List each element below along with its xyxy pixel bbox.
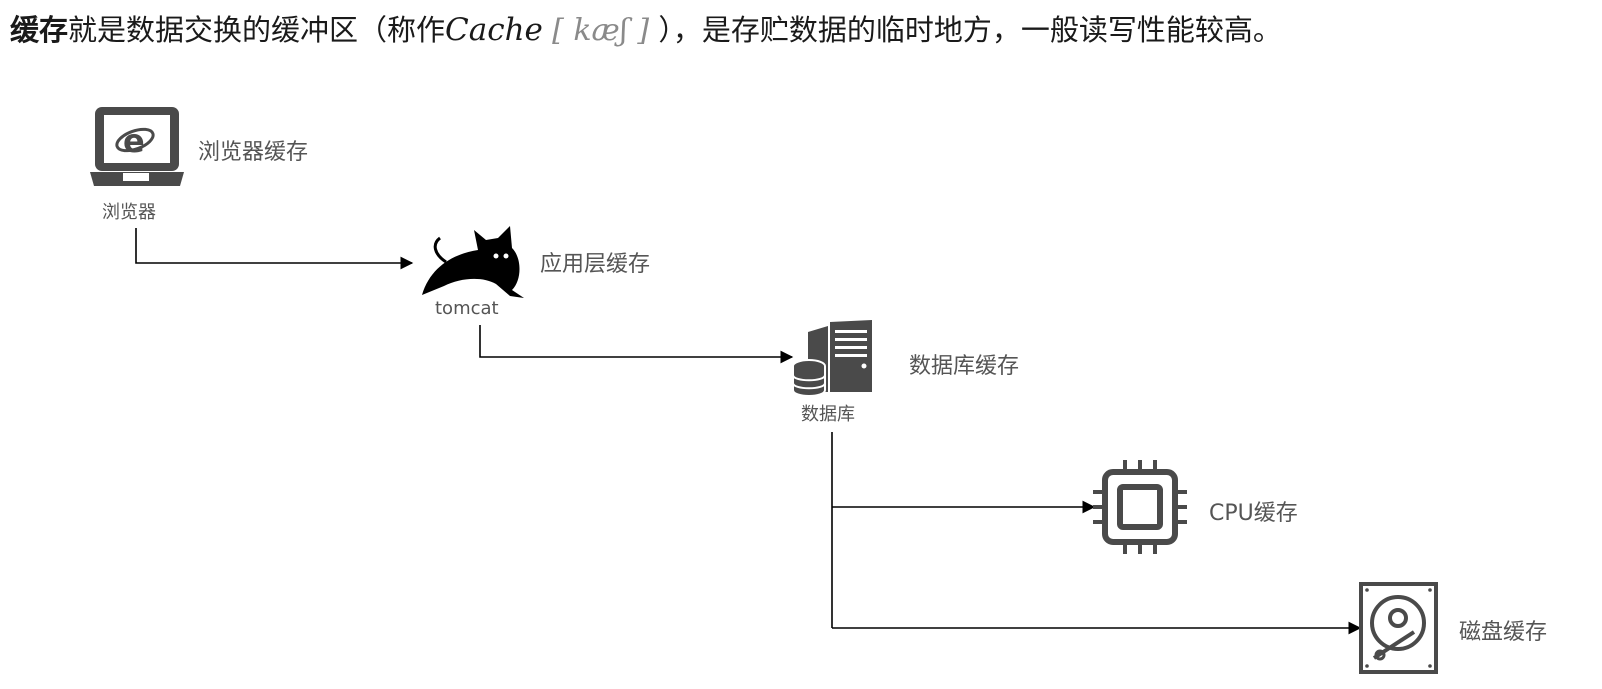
headline-tail: ），是存贮数据的临时地方，一般读写性能较高。	[658, 13, 1282, 47]
disk-cache-label: 磁盘缓存	[1459, 620, 1548, 645]
connector-browser-tomcat	[135, 228, 414, 270]
laptop-browser-icon: e	[90, 107, 184, 186]
tomcat-name: tomcat	[435, 298, 499, 319]
browser-cache-label: 浏览器缓存	[198, 140, 309, 165]
database-name: 数据库	[801, 404, 855, 425]
tomcat-cache-label: 应用层缓存	[540, 252, 651, 277]
browser-name: 浏览器	[102, 202, 156, 223]
headline-middle: 就是数据交换的缓冲区（称作	[68, 13, 446, 47]
connector-tomcat-database	[479, 325, 794, 364]
hard-disk-icon	[1359, 582, 1438, 674]
svg-text:e: e	[123, 122, 145, 160]
headline-lead: 缓存	[10, 13, 69, 47]
tomcat-cat-icon	[422, 226, 524, 298]
headline: 缓存就是数据交换的缓冲区（称作Cache [ kæʃ ] ），是存贮数据的临时地…	[10, 8, 1282, 52]
cpu-chip-icon	[1093, 460, 1187, 554]
database-cache-label: 数据库缓存	[909, 354, 1020, 379]
headline-phonetic: [ kæʃ ]	[552, 13, 650, 48]
cpu-cache-label: CPU缓存	[1209, 501, 1298, 526]
headline-cache-word: Cache	[445, 12, 543, 48]
database-server-icon	[792, 320, 872, 397]
